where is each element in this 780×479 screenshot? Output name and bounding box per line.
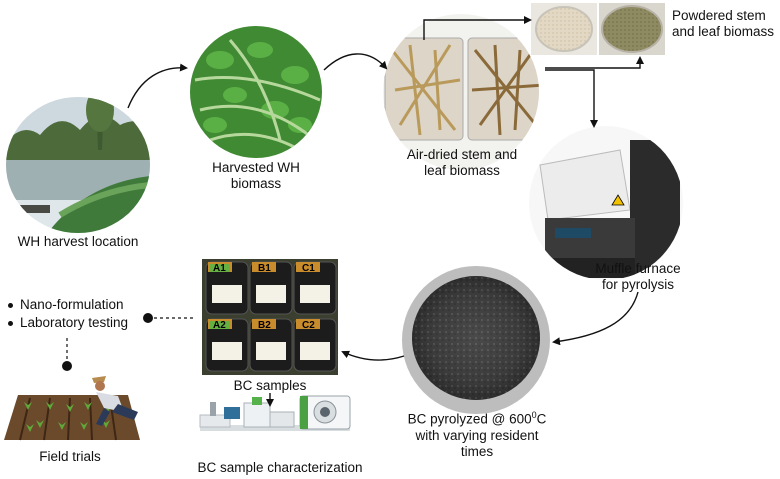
arrow-bc-to-samples <box>341 350 405 361</box>
powdered-biomass-image <box>531 3 665 55</box>
arrow-airdried-to-furnace <box>545 69 598 128</box>
label-field-trials: Field trials <box>10 449 130 465</box>
label-bc-samples: BC samples <box>210 378 330 394</box>
label-harvested-line2: biomass <box>230 176 282 191</box>
field-trials-image <box>4 376 140 441</box>
arrow-harvest-to-harvested <box>127 63 188 109</box>
flow-arrows <box>127 16 644 407</box>
arrow-airdried-to-powdered-down <box>545 56 644 69</box>
arrow-harvested-to-airdried <box>323 53 388 71</box>
bc-samples-image: A1 B1 C1 A2 B2 C2 <box>202 259 338 375</box>
link-dot-field <box>62 361 72 371</box>
label-bc-line2: with varying resident <box>415 427 539 443</box>
label-furnace-line1: Muffle furnace <box>595 261 681 276</box>
label-air-dried-line2: leaf biomass <box>424 163 500 178</box>
dashed-links <box>66 317 196 362</box>
muffle-furnace-image <box>529 126 683 280</box>
label-harvested-biomass: Harvested WH biomass <box>196 160 316 192</box>
air-dried-biomass-image <box>383 14 539 170</box>
jar-label: C1 <box>302 263 315 274</box>
jar-label: C2 <box>302 320 315 331</box>
biochar-image <box>402 266 550 414</box>
label-field-trials-text: Field trials <box>39 449 101 464</box>
link-dot-samples <box>143 313 153 323</box>
label-characterization: BC sample characterization <box>180 460 380 476</box>
label-bc-samples-text: BC samples <box>233 378 307 393</box>
jar-label: B1 <box>258 263 271 274</box>
harvested-biomass-image <box>190 26 322 158</box>
jar-label: A2 <box>213 320 226 331</box>
label-bc-line1-text: BC pyrolyzed @ 600 <box>407 411 532 427</box>
jar-label: B2 <box>258 320 271 331</box>
arrow-airdried-to-powdered-up <box>423 16 532 40</box>
harvest-location-image <box>6 97 150 233</box>
label-furnace-line2: for pyrolysis <box>601 277 674 292</box>
label-furnace: Muffle furnace for pyrolysis <box>568 261 708 293</box>
label-harvest-location: WH harvest location <box>8 234 148 250</box>
label-powdered: Powdered stem and leaf biomass <box>672 8 780 40</box>
label-harvest-location-text: WH harvest location <box>17 234 139 249</box>
label-air-dried-line1: Air-dried stem and <box>406 147 518 162</box>
list-item: Laboratory testing <box>6 314 128 332</box>
label-bc-unit: C <box>536 411 547 427</box>
characterization-instruments-image <box>199 395 351 431</box>
jar-label: A1 <box>213 263 226 274</box>
label-bc-degree: 0 <box>531 410 537 420</box>
next-steps-list: Nano-formulation Laboratory testing <box>6 296 128 332</box>
label-bc-line1: BC pyrolyzed @ 6000C <box>392 407 562 428</box>
label-characterization-text: BC sample characterization <box>197 460 363 475</box>
label-harvested-line1: Harvested WH <box>212 160 300 175</box>
label-air-dried: Air-dried stem and leaf biomass <box>392 147 532 179</box>
label-bc-line3: times <box>460 443 494 459</box>
arrow-furnace-to-bc <box>552 291 639 346</box>
label-powdered-line2: and leaf biomass <box>672 24 775 39</box>
label-powdered-line1: Powdered stem <box>672 8 766 23</box>
label-bc-pyrolyzed: BC pyrolyzed @ 6000C with varying reside… <box>392 407 562 460</box>
list-item: Nano-formulation <box>6 296 128 314</box>
